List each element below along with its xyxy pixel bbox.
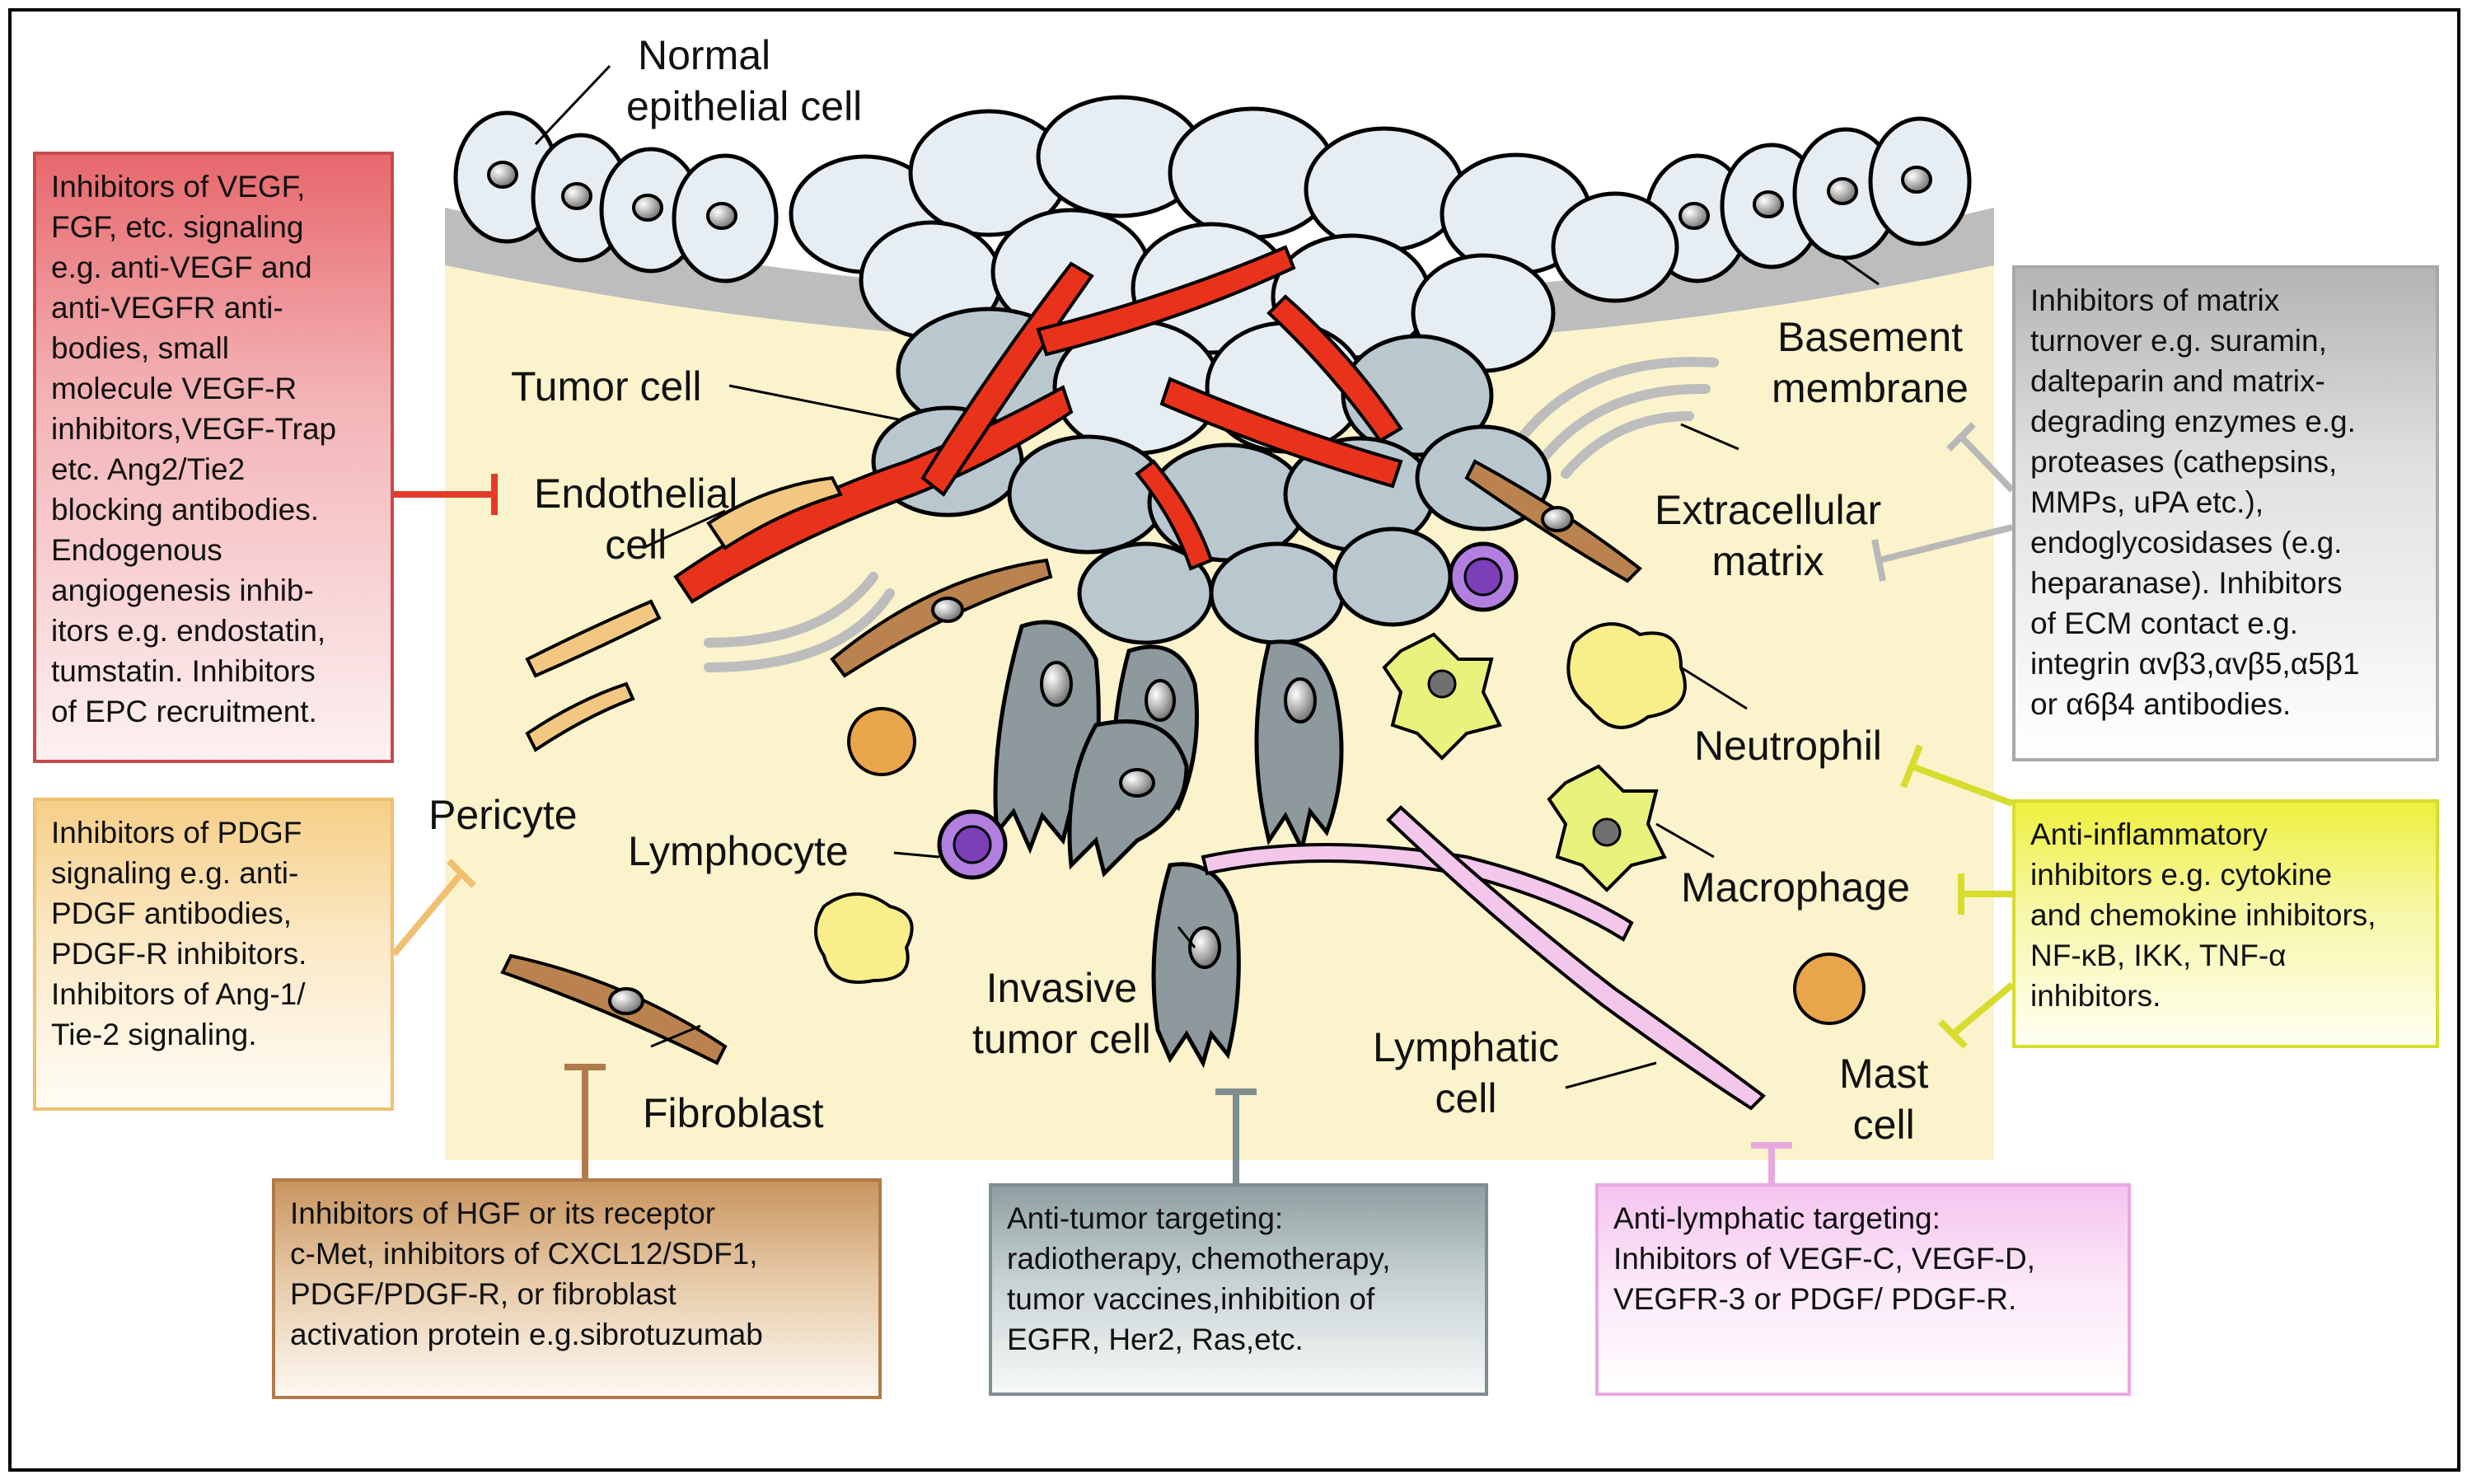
tumor-line-4: EGFR, Her2, Ras,etc. (1007, 1322, 1304, 1356)
inflam-line-1: Anti-inflammatory (2030, 817, 2268, 851)
pdgf-line-6: Tie-2 signaling. (51, 1018, 257, 1051)
label-invasive-line-2: tumor cell (972, 1016, 1151, 1062)
inflam-line-2: inhibitors e.g. cytokine (2030, 858, 2333, 892)
label-extracellular-matrix: Extracellular matrix (1655, 485, 1881, 587)
pdgf-line-5: Inhibitors of Ang-1/ (51, 977, 306, 1011)
label-macrophage: Macrophage (1681, 864, 1910, 911)
label-lymphatic-line-1: Lymphatic (1373, 1024, 1560, 1070)
inflam-line-5: inhibitors. (2030, 979, 2161, 1013)
vegf-line-9: blocking antibodies. (51, 493, 319, 527)
label-invasive-line-1: Invasive (986, 965, 1138, 1011)
tumor-mass (789, 95, 1679, 645)
label-lymphatic-line-2: cell (1435, 1075, 1497, 1121)
tumor-line-1: Anti-tumor targeting: (1007, 1201, 1284, 1235)
pdgf-line-3: PDGF antibodies, (51, 896, 293, 930)
matrix-line-9: of ECM contact e.g. (2030, 606, 2298, 640)
lymphocyte-nuclei (953, 557, 1503, 864)
vegf-line-8: etc. Ang2/Tie2 (51, 452, 246, 486)
matrix-line-7: endoglycosidases (e.g. (2030, 526, 2343, 559)
vegf-line-7: inhibitors,VEGF-Trap (51, 412, 337, 446)
hgf-line-1: Inhibitors of HGF or its receptor (290, 1196, 716, 1230)
vegf-line-3: e.g. anti-VEGF and (51, 250, 312, 284)
inhibitor-box-hgf: Inhibitors of HGF or its receptor c-Met,… (272, 1178, 882, 1399)
inhibitor-connectors (391, 422, 2015, 1183)
inhibitor-box-anti-tumor: Anti-tumor targeting: radiotherapy, chem… (989, 1183, 1488, 1396)
label-mast-cell: Mast cell (1839, 1048, 1928, 1150)
vegf-line-11: angiogenesis inhib- (51, 573, 314, 607)
label-normal-epithelial-cell: Normal epithelial cell (626, 30, 862, 132)
matrix-line-3: dalteparin and matrix- (2030, 364, 2325, 398)
hgf-line-4: activation protein e.g.sibrotuzumab (290, 1318, 763, 1351)
label-mast-line-1: Mast (1839, 1051, 1929, 1097)
label-invasive-tumor-cell: Invasive tumor cell (972, 962, 1151, 1065)
label-lymphatic-cell: Lymphatic cell (1373, 1022, 1559, 1124)
matrix-line-11: or α6β4 antibodies. (2030, 687, 2292, 721)
label-basement-membrane: Basement membrane (1772, 311, 1969, 414)
pdgf-line-4: PDGF-R inhibitors. (51, 937, 307, 971)
label-basement-line-1: Basement (1777, 314, 1964, 360)
pericytes (525, 475, 843, 752)
vegf-line-4: anti-VEGFR anti- (51, 291, 283, 325)
leader-lines (534, 64, 1880, 1089)
inhibitor-box-matrix: Inhibitors of matrix turnover e.g. suram… (2012, 265, 2439, 761)
label-normal-epithelial-line-2: epithelial cell (626, 83, 863, 129)
matrix-line-1: Inhibitors of matrix (2030, 283, 2280, 317)
epithelial-nuclei (487, 161, 1932, 230)
label-tumor-cell: Tumor cell (511, 363, 702, 410)
matrix-line-10: integrin αvβ3,αvβ5,α5β1 (2030, 647, 2360, 681)
inhibitor-box-pdgf: Inhibitors of PDGF signaling e.g. anti- … (33, 798, 394, 1111)
vegf-line-1: Inhibitors of VEGF, (51, 170, 306, 204)
label-neutrophil: Neutrophil (1694, 723, 1882, 769)
endothelial-vessels (673, 245, 1403, 604)
vegf-line-10: Endogenous (51, 533, 222, 567)
lymph-line-3: VEGFR-3 or PDGF/ PDGF-R. (1613, 1282, 2017, 1316)
inhibitor-box-inflammatory: Anti-inflammatory inhibitors e.g. cytoki… (2012, 799, 2439, 1048)
tumor-line-2: radiotherapy, chemotherapy, (1007, 1242, 1391, 1276)
extracellular-matrix-arcs (704, 357, 1719, 672)
label-endothelial-line-2: cell (605, 522, 667, 568)
hgf-line-3: PDGF/PDGF-R, or fibroblast (290, 1277, 677, 1311)
vegf-line-5: bodies, small (51, 331, 229, 365)
diagram-border (8, 8, 2460, 1472)
lymph-line-2: Inhibitors of VEGF-C, VEGF-D, (1613, 1242, 2035, 1276)
inhibitor-box-vegf: Inhibitors of VEGF, FGF, etc. signaling … (33, 152, 394, 763)
matrix-line-6: MMPs, uPA etc.), (2030, 485, 2264, 519)
label-extracellular-line-2: matrix (1711, 538, 1824, 584)
basement-membrane (445, 208, 1994, 347)
invasive-nuclei (1040, 661, 1317, 969)
pdgf-line-1: Inhibitors of PDGF (51, 816, 302, 850)
label-lymphocyte: Lymphocyte (628, 828, 849, 874)
lymphatic-vessels (1201, 805, 1767, 1111)
hgf-line-2: c-Met, inhibitors of CXCL12/SDF1, (290, 1237, 758, 1271)
matrix-line-8: heparanase). Inhibitors (2030, 566, 2343, 600)
neutrophils (814, 622, 1687, 984)
label-extracellular-line-1: Extracellular (1655, 487, 1882, 533)
inhibitor-box-anti-lymphatic: Anti-lymphatic targeting: Inhibitors of … (1595, 1183, 2131, 1396)
label-endothelial-line-1: Endothelial (534, 470, 738, 517)
vegf-line-2: FGF, etc. signaling (51, 210, 304, 244)
label-basement-line-2: membrane (1772, 365, 1969, 411)
label-endothelial-cell: Endothelial cell (534, 468, 737, 570)
inflam-line-3: and chemokine inhibitors, (2030, 898, 2376, 932)
vegf-line-6: molecule VEGF-R (51, 372, 297, 405)
vegf-line-13: tumstatin. Inhibitors (51, 654, 316, 688)
tumor-line-3: tumor vaccines,inhibition of (1007, 1282, 1375, 1316)
inflam-line-4: NF-κB, IKK, TNF-α (2030, 939, 2287, 972)
lymph-line-1: Anti-lymphatic targeting: (1613, 1201, 1941, 1235)
vegf-line-12: itors e.g. endostatin, (51, 614, 326, 648)
label-pericyte: Pericyte (428, 792, 578, 838)
vegf-line-14: of EPC recruitment. (51, 695, 317, 728)
pdgf-line-2: signaling e.g. anti- (51, 856, 299, 890)
matrix-line-4: degrading enzymes e.g. (2030, 405, 2356, 438)
matrix-line-5: proteases (cathepsins, (2030, 445, 2338, 479)
matrix-line-2: turnover e.g. suramin, (2030, 324, 2327, 358)
fibroblast-nuclei (608, 506, 1574, 1015)
label-normal-epithelial-line-1: Normal (638, 32, 771, 78)
macrophage-nuclei (1427, 669, 1622, 847)
mast-cells (847, 707, 1866, 1025)
label-mast-line-2: cell (1852, 1102, 1915, 1148)
label-fibroblast: Fibroblast (643, 1090, 824, 1136)
